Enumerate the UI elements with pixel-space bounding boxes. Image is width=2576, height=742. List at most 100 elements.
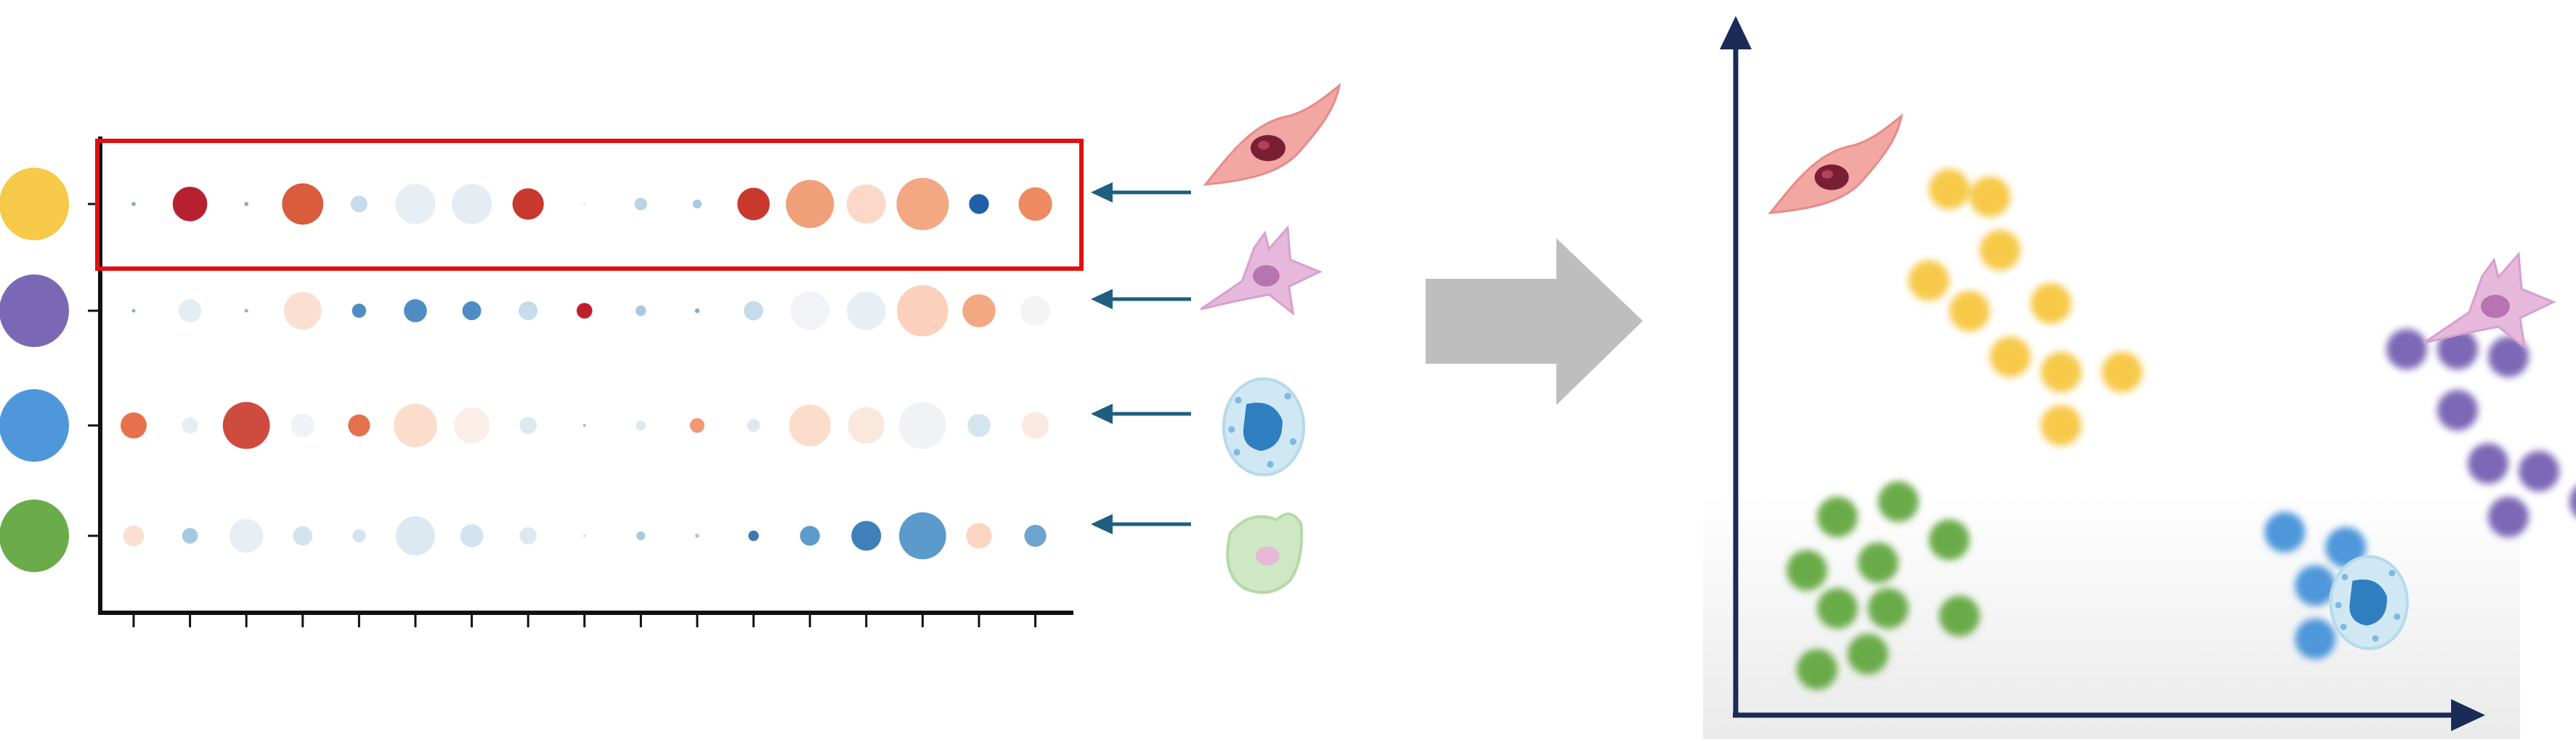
dot-yellow-2 bbox=[172, 187, 208, 221]
scatter-y-axis-arrowhead bbox=[1720, 16, 1752, 49]
arrowhead bbox=[1091, 182, 1113, 203]
dot-purple-15 bbox=[897, 285, 948, 337]
dot-purple-5 bbox=[352, 303, 367, 318]
granule bbox=[2372, 635, 2379, 642]
dot-blue-10 bbox=[635, 420, 646, 431]
scatter-round-blue-cell bbox=[2329, 555, 2409, 651]
dot-yellow-17 bbox=[1018, 187, 1052, 221]
granule bbox=[2341, 574, 2348, 581]
scatter-point-yellow-10 bbox=[2041, 405, 2081, 446]
cell-nucleus bbox=[1243, 402, 1283, 452]
green-cell-icon-group bbox=[1226, 513, 1304, 594]
dot-yellow-7 bbox=[451, 184, 492, 224]
dot-yellow-3 bbox=[244, 202, 249, 206]
dot-green-2 bbox=[182, 528, 198, 544]
scatter-point-green-6 bbox=[1817, 588, 1858, 629]
group-legend bbox=[0, 168, 69, 572]
dot-blue-5 bbox=[348, 414, 370, 437]
group-dot-purple bbox=[0, 274, 69, 347]
dot-blue-1 bbox=[121, 412, 147, 439]
scatter-point-purple-4 bbox=[2437, 390, 2478, 431]
scatter-point-yellow-4 bbox=[1909, 260, 1949, 301]
dot-purple-8 bbox=[519, 301, 538, 320]
cell-nucleus bbox=[1255, 546, 1280, 566]
scatter-point-yellow-6 bbox=[2031, 283, 2071, 324]
dot-blue-7 bbox=[454, 407, 490, 444]
cell-nucleus bbox=[1251, 135, 1285, 161]
star-cell-icon-group bbox=[1200, 224, 1322, 316]
scatter-point-yellow-5 bbox=[1949, 290, 1990, 332]
scatter-star-cell bbox=[2423, 251, 2556, 350]
scatter-point-green-9 bbox=[1797, 649, 1837, 690]
dot-purple-12 bbox=[744, 301, 763, 321]
scatter-point-green-1 bbox=[1817, 497, 1858, 537]
cell-nucleus bbox=[1814, 164, 1849, 190]
scatter-point-blue-2 bbox=[2325, 527, 2366, 568]
group-dot-yellow bbox=[0, 168, 69, 240]
dot-blue-9 bbox=[582, 424, 586, 427]
scatter-points bbox=[1787, 168, 2576, 690]
dot-green-9 bbox=[582, 534, 586, 537]
dot-purple-1 bbox=[131, 309, 136, 313]
dot-green-16 bbox=[966, 523, 992, 549]
scatter-point-green-2 bbox=[1878, 481, 1919, 522]
smooth-muscle-cell-icon bbox=[1203, 83, 1341, 186]
dot-green-5 bbox=[352, 529, 366, 542]
dot-purple-6 bbox=[404, 299, 427, 322]
dot-purple-7 bbox=[462, 301, 482, 320]
dot-yellow-12 bbox=[737, 187, 770, 221]
dot-blue-15 bbox=[899, 401, 946, 449]
nucleolus bbox=[1258, 141, 1269, 150]
group-dot-blue bbox=[0, 389, 69, 462]
arrowhead bbox=[1091, 289, 1113, 309]
dot-yellow-14 bbox=[846, 184, 886, 224]
scatter-x-axis-arrowhead bbox=[2451, 699, 2485, 731]
dot-yellow-13 bbox=[786, 179, 834, 229]
smooth-muscle-cell-icon bbox=[1768, 113, 1903, 214]
scatter-point-yellow-9 bbox=[2102, 351, 2142, 393]
dot-yellow-8 bbox=[512, 188, 544, 220]
cell-nucleus bbox=[2349, 579, 2387, 626]
dot-green-13 bbox=[800, 526, 820, 546]
scatter-point-green-7 bbox=[1868, 588, 1909, 629]
dot-blue-12 bbox=[747, 419, 760, 432]
dot-blue-13 bbox=[789, 404, 831, 447]
dot-purple-11 bbox=[694, 308, 700, 314]
dot-yellow-6 bbox=[395, 184, 436, 224]
scatter-point-purple-7 bbox=[2488, 497, 2529, 537]
dot-blue-3 bbox=[222, 401, 270, 449]
arrowhead bbox=[1091, 404, 1113, 424]
granule bbox=[1284, 393, 1291, 400]
dot-yellow-15 bbox=[896, 178, 949, 230]
dot-plot-dots bbox=[121, 178, 1052, 560]
scatter-cell-icons bbox=[1768, 113, 2556, 651]
granule bbox=[1267, 460, 1274, 468]
scatter-point-green-3 bbox=[1929, 519, 1970, 560]
dot-purple-16 bbox=[962, 294, 996, 327]
dot-purple-13 bbox=[790, 291, 829, 330]
dot-blue-14 bbox=[848, 407, 885, 444]
dot-green-10 bbox=[636, 531, 646, 541]
dot-green-15 bbox=[899, 512, 946, 560]
dot-yellow-5 bbox=[350, 195, 367, 213]
scatter-point-green-8 bbox=[1939, 595, 1980, 637]
dot-yellow-1 bbox=[131, 202, 136, 206]
cell-icons bbox=[1200, 83, 1341, 594]
scatter-point-purple-1 bbox=[2386, 329, 2427, 370]
granule bbox=[2340, 624, 2347, 630]
dot-yellow-9 bbox=[582, 203, 586, 205]
cell-nucleus bbox=[2481, 295, 2510, 318]
highlight-box bbox=[95, 139, 1084, 271]
granule bbox=[1233, 449, 1240, 456]
granule bbox=[1289, 438, 1297, 445]
scatter-point-purple-8 bbox=[2569, 486, 2576, 517]
dot-green-3 bbox=[229, 518, 264, 553]
scatter-point-green-5 bbox=[1858, 542, 1898, 583]
dot-green-14 bbox=[851, 521, 882, 551]
row-arrows bbox=[1091, 182, 1191, 534]
scatter-point-blue-1 bbox=[2264, 512, 2305, 553]
x-tick-marks bbox=[132, 615, 1037, 627]
scatter-point-green-10 bbox=[1848, 634, 1888, 674]
dot-plot bbox=[88, 136, 1084, 627]
